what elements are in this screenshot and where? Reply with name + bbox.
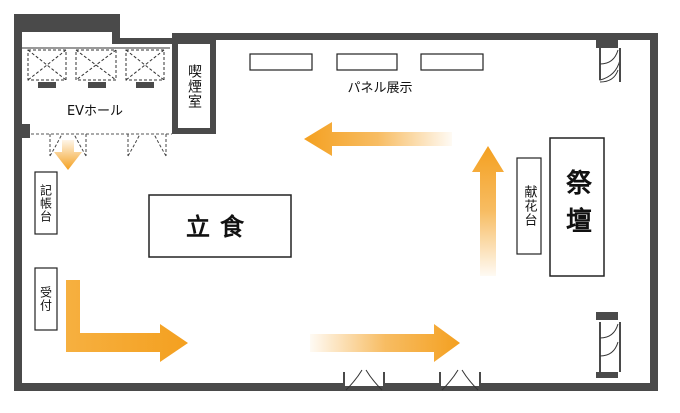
flow-arrow-down [54,140,82,170]
reception-label: 受付 [38,286,53,312]
standing-meal-area [148,194,292,258]
elevator-icon [75,49,117,88]
reception-desk [34,267,58,331]
altar-label: 祭壇 [561,169,592,245]
flow-arrow-right [310,324,460,362]
flow-arrow-up [472,146,504,276]
flower-table-label: 献花台 [521,185,537,227]
wall-stub [22,124,30,138]
panel-display-label: パネル展示 [347,81,412,96]
ev-hall-label: EVホール [67,104,123,119]
smoking-room-label: 喫煙室 [186,63,202,109]
guestbook-table-label: 記帳台 [38,183,53,223]
panel-board [420,53,484,71]
altar [549,137,605,277]
elevator-icon [125,49,165,88]
panel-board [336,53,398,71]
panel-board [249,53,313,71]
flow-arrow-left [304,122,452,156]
flow-arrow-l-shape [66,280,188,362]
standing-meal-label: 立食 [186,213,254,241]
right-door-bottom [596,312,621,378]
elevator-bank [22,47,170,88]
elevator-icon [27,49,67,88]
bottom-door-right [439,369,481,391]
flower-table [516,157,542,255]
ev-hall-door-right [127,133,167,157]
guestbook-table [34,171,58,235]
ev-hall-door-left [49,133,87,157]
right-door-top [596,40,621,83]
bottom-door-left [343,369,385,391]
